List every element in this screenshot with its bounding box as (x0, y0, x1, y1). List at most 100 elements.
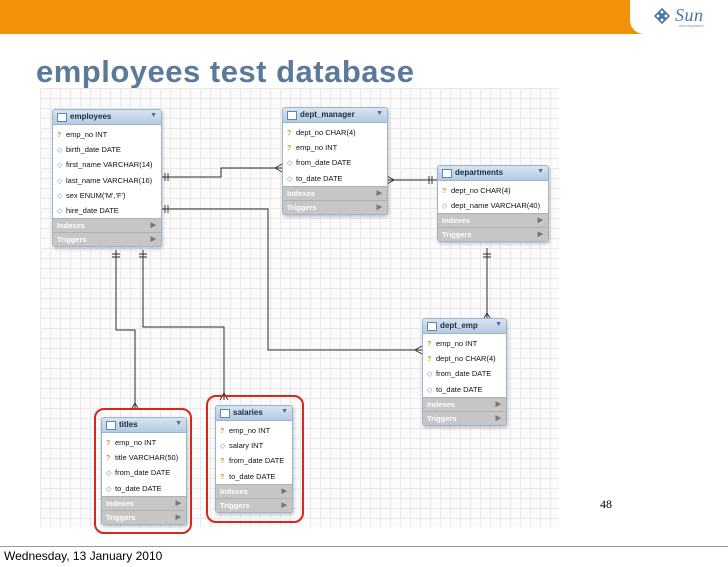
column-row: ◇first_name VARCHAR(14) (53, 157, 161, 172)
table-name: departments (455, 168, 504, 177)
column-label: last_name VARCHAR(16) (66, 175, 153, 185)
section-label: Indexes (57, 221, 85, 231)
sun-logo-icon (654, 8, 670, 24)
column-diamond-icon: ◇ (57, 177, 63, 185)
table-dept-emp[interactable]: dept_emp ▼ ?emp_no INT ?dept_no CHAR(4) … (422, 318, 507, 426)
table-header[interactable]: departments ▼ (438, 166, 548, 181)
expand-arrow-icon[interactable]: ▶ (150, 222, 156, 230)
mark-many-de-left (414, 345, 423, 355)
indexes-section[interactable]: Indexes ▶ (102, 495, 186, 510)
triggers-section[interactable]: Triggers ▶ (283, 199, 387, 214)
triggers-section[interactable]: Triggers▶ (53, 232, 161, 247)
table-header[interactable]: titles ▼ (102, 418, 186, 433)
table-header[interactable]: dept_manager ▼ (283, 108, 387, 123)
rel-employees-dept-emp (161, 208, 422, 351)
collapse-arrow-icon[interactable]: ▼ (495, 321, 502, 328)
primary-key-icon: ? (106, 440, 111, 447)
expand-arrow-icon[interactable]: ▶ (281, 501, 287, 509)
section-label: Triggers (287, 202, 317, 212)
expand-arrow-icon[interactable]: ▶ (175, 499, 181, 507)
sun-logo: Sun microsystems (630, 0, 728, 34)
column-label: sex ENUM('M','F') (66, 190, 126, 200)
table-icon (442, 169, 452, 178)
column-row: ◇to_date DATE (283, 171, 387, 186)
expand-arrow-icon[interactable]: ▶ (281, 487, 287, 495)
collapse-arrow-icon[interactable]: ▼ (376, 110, 383, 117)
indexes-section[interactable]: Indexes ▶ (423, 396, 506, 411)
column-row: ◇from_date DATE (423, 366, 506, 381)
expand-arrow-icon[interactable]: ▶ (537, 217, 543, 225)
primary-key-icon: ? (220, 428, 225, 435)
logo-text: Sun (675, 5, 704, 25)
table-titles[interactable]: titles ▼ ?emp_no INT ?title VARCHAR(50) … (101, 417, 187, 525)
expand-arrow-icon[interactable]: ▶ (495, 400, 501, 408)
mark-one-employees-de (164, 205, 169, 213)
mark-one-departments-de (483, 253, 491, 258)
column-label: birth_date DATE (66, 145, 121, 155)
primary-key-icon: ? (287, 130, 292, 137)
section-label: Indexes (287, 188, 315, 198)
highlight-titles (94, 408, 192, 534)
triggers-section[interactable]: Triggers▶ (102, 509, 186, 524)
column-row: ◇dept_name VARCHAR(40) (438, 198, 548, 213)
expand-arrow-icon[interactable]: ▶ (537, 231, 543, 239)
table-icon (427, 322, 437, 331)
primary-key-icon: ? (427, 341, 432, 348)
table-name: titles (119, 420, 138, 429)
indexes-section[interactable]: Indexes▶ (216, 483, 292, 498)
column-label: salary INT (229, 441, 264, 451)
indexes-section[interactable]: Indexes▶ (438, 213, 548, 228)
column-row: ◇birth_date DATE (53, 142, 161, 157)
column-label: to_date DATE (229, 471, 276, 481)
column-diamond-icon: ◇ (57, 192, 63, 200)
section-label: Triggers (442, 230, 472, 240)
expand-arrow-icon[interactable]: ▶ (376, 189, 382, 197)
triggers-section[interactable]: Triggers▶ (423, 410, 506, 425)
page-number: 48 (600, 497, 612, 511)
column-label: emp_no INT (229, 426, 271, 435)
footer-date: Wednesday, 13 January 2010 (4, 549, 163, 563)
column-row: ◇last_name VARCHAR(16) (53, 173, 161, 188)
section-label: Indexes (106, 498, 134, 508)
table-name: dept_manager (300, 110, 355, 119)
collapse-arrow-icon[interactable]: ▼ (537, 168, 544, 175)
logo-subtext: microsystems (679, 23, 704, 28)
triggers-section[interactable]: Triggers▶ (216, 497, 292, 512)
column-row: ◇salary INT (216, 438, 292, 453)
indexes-section[interactable]: Indexes ▶ (283, 185, 387, 200)
table-name: salaries (233, 408, 263, 417)
column-row: ? emp_no INT (216, 423, 292, 438)
primary-key-icon: ? (220, 473, 225, 481)
mark-one-employees-salaries (139, 253, 147, 258)
section-label: Indexes (427, 399, 455, 409)
mark-many-dm (274, 163, 283, 173)
column-label: hire_date DATE (66, 205, 119, 215)
primary-key-icon: ? (106, 455, 111, 463)
collapse-arrow-icon[interactable]: ▼ (175, 420, 182, 427)
table-icon (287, 111, 297, 120)
column-row: ?dept_no CHAR(4) (423, 351, 506, 366)
expand-arrow-icon[interactable]: ▶ (495, 414, 501, 422)
expand-arrow-icon[interactable]: ▶ (150, 236, 156, 244)
table-departments[interactable]: departments ▼ ?dept_no CHAR(4) ◇dept_nam… (437, 165, 549, 243)
triggers-section[interactable]: Triggers ▶ (438, 227, 548, 242)
table-header[interactable]: dept_emp ▼ (423, 319, 506, 334)
table-header[interactable]: salaries ▼ (216, 406, 292, 421)
primary-key-icon: ? (57, 132, 62, 139)
table-salaries[interactable]: salaries ▼ ?emp_no INT ◇salary INT ?from… (215, 405, 293, 513)
column-label: from_date DATE (436, 369, 492, 379)
column-diamond-icon: ◇ (57, 207, 63, 215)
slide-title: employees test database (36, 54, 415, 89)
expand-arrow-icon[interactable]: ▶ (376, 203, 382, 211)
indexes-section[interactable]: Indexes ▶ (53, 218, 161, 233)
table-header[interactable]: employees ▼ (53, 110, 161, 125)
table-employees[interactable]: employees ▼ ?emp_no INT ◇birth_date DATE… (52, 109, 162, 248)
table-dept-manager[interactable]: dept_manager ▼ ?dept_no CHAR(4) ?emp_no … (282, 107, 388, 215)
column-row: ?dept_no CHAR(4) (283, 125, 387, 140)
column-label: to_date DATE (436, 384, 483, 394)
collapse-arrow-icon[interactable]: ▼ (281, 408, 288, 415)
column-row: ◇to_date DATE (423, 382, 506, 397)
column-label: to_date DATE (296, 173, 343, 183)
expand-arrow-icon[interactable]: ▶ (175, 513, 181, 521)
collapse-arrow-icon[interactable]: ▼ (150, 112, 157, 119)
